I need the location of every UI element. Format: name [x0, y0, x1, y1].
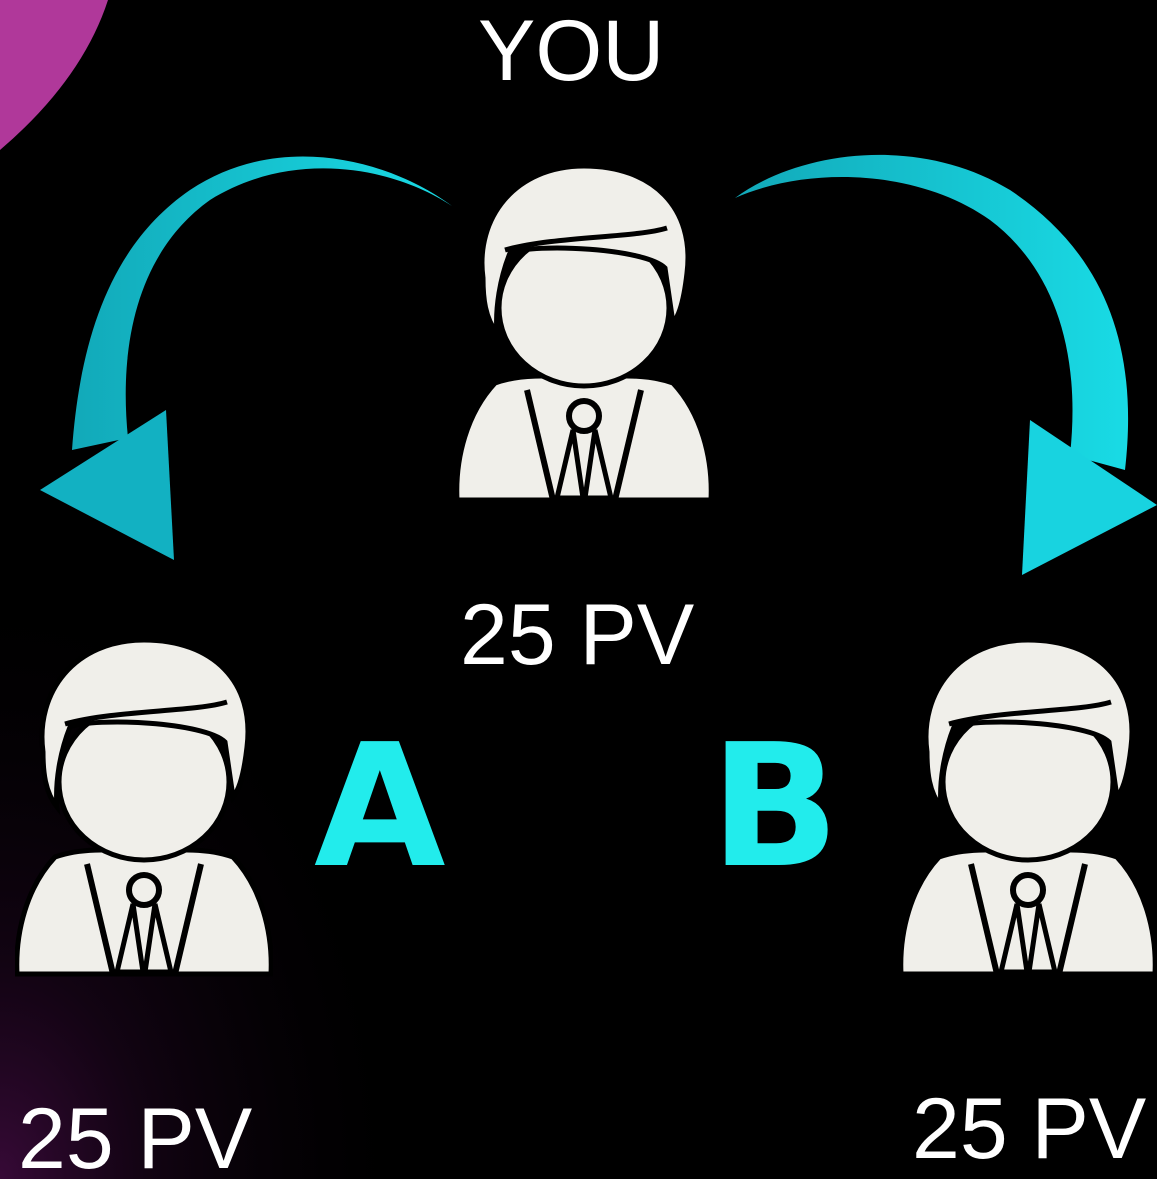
corner-glow-shape: [0, 0, 108, 150]
you-pv-label: 25 PV: [460, 587, 695, 683]
leg-a-letter: A: [314, 708, 446, 906]
you-label: YOU: [478, 3, 665, 99]
b-pv-label: 25 PV: [912, 1081, 1147, 1177]
leg-b-letter: B: [710, 708, 840, 906]
a-pv-label: 25 PV: [18, 1091, 253, 1179]
person-b-icon: [899, 637, 1157, 977]
curved-arrow-left-icon: [40, 156, 452, 560]
curved-arrow-right-icon: [735, 154, 1157, 575]
you-person-icon: [455, 163, 713, 503]
person-a-icon: [15, 637, 273, 977]
